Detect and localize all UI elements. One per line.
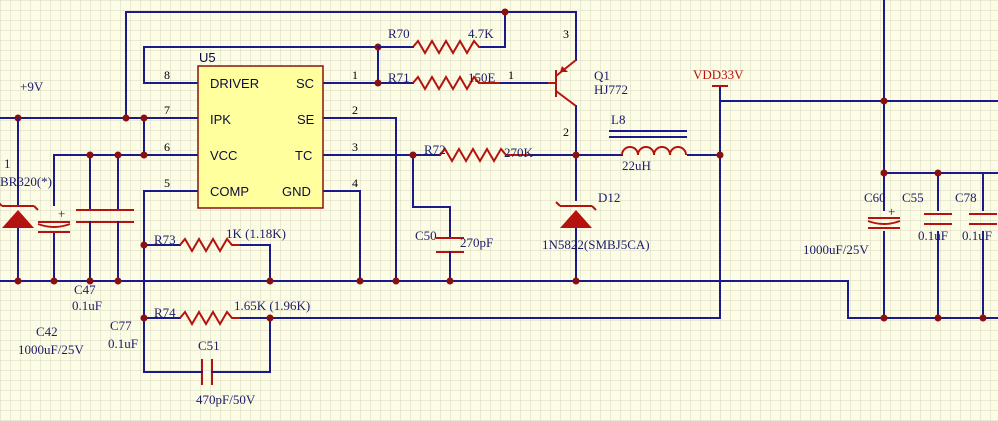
c51-val: 470pF/50V xyxy=(196,392,256,407)
transistor-q1: Q1 HJ772 1 2 3 xyxy=(508,27,628,139)
r72-val: 270K xyxy=(504,145,534,160)
r72-ref: R72 xyxy=(424,142,446,157)
ic-num-7: 7 xyxy=(164,103,170,117)
resistor-r72: R72 270K xyxy=(424,142,534,163)
c47-ref: C47 xyxy=(74,282,96,297)
capacitor-c60: + C60 1000uF/25V xyxy=(803,190,901,257)
capacitor-c77: C77 0.1uF xyxy=(104,209,138,351)
wire-pin4 xyxy=(322,190,361,282)
wire-r70-right xyxy=(479,11,506,48)
c50-ref: C50 xyxy=(415,228,437,243)
ic-pin-gnd: GND xyxy=(282,184,311,199)
resistor-r73: R73 1K (1.18K) xyxy=(154,226,286,253)
c60-plus: + xyxy=(888,204,895,219)
c42-val: 1000uF/25V xyxy=(18,342,84,357)
ic-pin-comp: COMP xyxy=(210,184,249,199)
c50-val: 270pF xyxy=(460,235,493,250)
junctions xyxy=(14,8,987,322)
ic-body xyxy=(197,65,324,209)
ic-pin-sc: SC xyxy=(296,76,314,91)
diode-left-ref: 1 xyxy=(4,156,11,171)
ic-num-5: 5 xyxy=(164,176,170,190)
net-labels: +9V VDD33V xyxy=(20,67,744,94)
ic-pin-tc: TC xyxy=(295,148,312,163)
r70-ref: R70 xyxy=(388,26,410,41)
c51-ref: C51 xyxy=(198,338,220,353)
capacitor-c42: + C42 1000uF/25V xyxy=(18,206,84,357)
inductor-l8: L8 22uH xyxy=(609,112,687,173)
ic-u5: U5 DRIVER IPK VCC COMP SC SE TC GND 8 7 … xyxy=(164,50,358,209)
wire-c51-right xyxy=(217,317,271,373)
resistor-r71: R71 150E xyxy=(388,70,500,91)
ic-pin-ipk: IPK xyxy=(210,112,231,127)
l8-val: 22uH xyxy=(622,158,651,173)
c77-val: 0.1uF xyxy=(108,336,138,351)
capacitor-c50: C50 270pF xyxy=(415,228,493,263)
c42-plus: + xyxy=(58,206,65,221)
r73-val: 1K (1.18K) xyxy=(226,226,286,241)
ic-num-1: 1 xyxy=(352,68,358,82)
r74-val: 1.65K (1.96K) xyxy=(234,298,310,313)
r70-val: 4.7K xyxy=(468,26,494,41)
ic-num-8: 8 xyxy=(164,68,170,82)
wire-ground xyxy=(0,280,998,319)
ic-ref: U5 xyxy=(199,50,216,65)
ic-pin-se: SE xyxy=(297,112,315,127)
ic-num-2: 2 xyxy=(352,103,358,117)
r71-ref: R71 xyxy=(388,70,410,85)
q1-pin-3: 3 xyxy=(563,27,569,41)
d12-val: 1N5822(SMBJ5CA) xyxy=(542,237,650,252)
capacitor-c47: C47 0.1uF xyxy=(72,209,104,313)
q1-val: HJ772 xyxy=(594,82,628,97)
wire-c50-top xyxy=(412,154,451,239)
ic-pin-vcc: VCC xyxy=(210,148,237,163)
resistor-r70: R70 4.7K xyxy=(377,26,494,55)
l8-ref: L8 xyxy=(611,112,625,127)
c42-ref: C42 xyxy=(36,324,58,339)
c60-ref: C60 xyxy=(864,190,886,205)
net-label-vdd33v: VDD33V xyxy=(693,67,744,82)
wire-r73-right xyxy=(239,244,271,282)
wire-top-loop xyxy=(125,11,577,119)
ic-num-3: 3 xyxy=(352,140,358,154)
r74-ref: R74 xyxy=(154,305,176,320)
c60-val: 1000uF/25V xyxy=(803,242,869,257)
capacitor-c78: C78 0.1uF xyxy=(955,190,997,243)
ic-num-4: 4 xyxy=(352,176,358,190)
r73-ref: R73 xyxy=(154,232,176,247)
ic-pin-driver: DRIVER xyxy=(210,76,259,91)
diode-left: 1 BR320(*) xyxy=(0,117,52,228)
q1-pin-1: 1 xyxy=(508,68,514,82)
c55-ref: C55 xyxy=(902,190,924,205)
c55-val: 0.1uF xyxy=(918,228,948,243)
r71-val: 150E xyxy=(468,70,496,85)
wires xyxy=(0,0,998,373)
ic-num-6: 6 xyxy=(164,140,170,154)
q1-arrow xyxy=(560,66,568,72)
q1-pin-2: 2 xyxy=(563,125,569,139)
wire-pin2 xyxy=(322,117,397,282)
c77-ref: C77 xyxy=(110,318,132,333)
capacitor-c55: C55 0.1uF xyxy=(902,190,952,243)
diode-d12: D12 1N5822(SMBJ5CA) xyxy=(542,190,650,252)
capacitor-c51: C51 470pF/50V xyxy=(195,338,256,407)
wire-comp-left xyxy=(143,190,197,373)
c47-val: 0.1uF xyxy=(72,298,102,313)
resistor-r74: R74 1.65K (1.96K) xyxy=(154,298,310,326)
c78-ref: C78 xyxy=(955,190,977,205)
q1-ref: Q1 xyxy=(594,68,610,83)
wire-pin8-top xyxy=(143,46,414,84)
d12-ref: D12 xyxy=(598,190,620,205)
net-label-9v: +9V xyxy=(20,79,44,94)
c78-val: 0.1uF xyxy=(962,228,992,243)
diode-left-val: BR320(*) xyxy=(0,174,52,189)
